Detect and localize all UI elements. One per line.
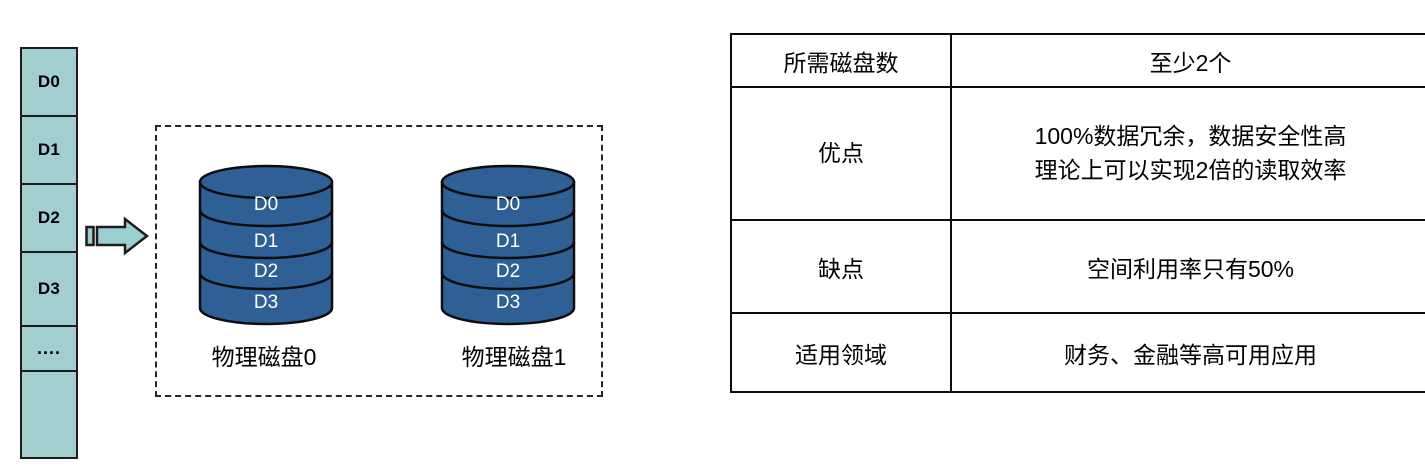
flow-arrow-icon [85, 216, 150, 256]
spec-value-line: 空间利用率只有50% [1086, 255, 1295, 282]
spec-key: 优点 [730, 86, 952, 221]
table-row: 优点 100%数据冗余，数据安全性高 理论上可以实现2倍的读取效率 [730, 86, 1425, 221]
logical-block-cell: D0 [22, 49, 76, 117]
logical-block-cell-empty [22, 372, 76, 417]
logical-block-cell-ellipsis: .... [22, 327, 76, 372]
spec-value: 财务、金融等高可用应用 [950, 312, 1425, 393]
disk-cylinder-icon: D0 D1 D2 D3 [198, 164, 334, 326]
spec-key: 适用领域 [730, 312, 952, 393]
spec-value: 至少2个 [950, 33, 1425, 88]
logical-data-blocks: D0 D1 D2 D3 .... [20, 47, 78, 459]
physical-disk-caption: 物理磁盘1 [461, 344, 567, 370]
disk-cylinder-icon: D0 D1 D2 D3 [440, 164, 576, 326]
spec-value-line: 至少2个 [1149, 49, 1232, 76]
physical-disk-caption: 物理磁盘0 [211, 344, 317, 370]
spec-value-line: 100%数据冗余，数据安全性高 [1034, 123, 1347, 150]
spec-value: 100%数据冗余，数据安全性高 理论上可以实现2倍的读取效率 [950, 86, 1425, 221]
spec-key: 缺点 [730, 219, 952, 314]
logical-block-cell: D2 [22, 185, 76, 253]
physical-disk-group: D0 D1 D2 D3 物理磁盘0 D0 D1 D2 D3 物理磁盘 [155, 125, 603, 397]
spec-key: 所需磁盘数 [730, 33, 952, 88]
physical-disk-1: D0 D1 D2 D3 物理磁盘1 [440, 164, 576, 372]
spec-value-line: 财务、金融等高可用应用 [1064, 341, 1317, 368]
physical-disk-0: D0 D1 D2 D3 物理磁盘0 [198, 164, 334, 372]
logical-block-cell: D1 [22, 117, 76, 185]
table-row: 缺点 空间利用率只有50% [730, 219, 1425, 314]
raid-spec-table: 所需磁盘数 至少2个 优点 100%数据冗余，数据安全性高 理论上可以实现2倍的… [730, 33, 1425, 393]
table-row: 所需磁盘数 至少2个 [730, 33, 1425, 88]
table-row: 适用领域 财务、金融等高可用应用 [730, 312, 1425, 393]
spec-value: 空间利用率只有50% [950, 219, 1425, 314]
spec-value-line: 理论上可以实现2倍的读取效率 [1034, 156, 1347, 183]
logical-block-cell: D3 [22, 253, 76, 327]
